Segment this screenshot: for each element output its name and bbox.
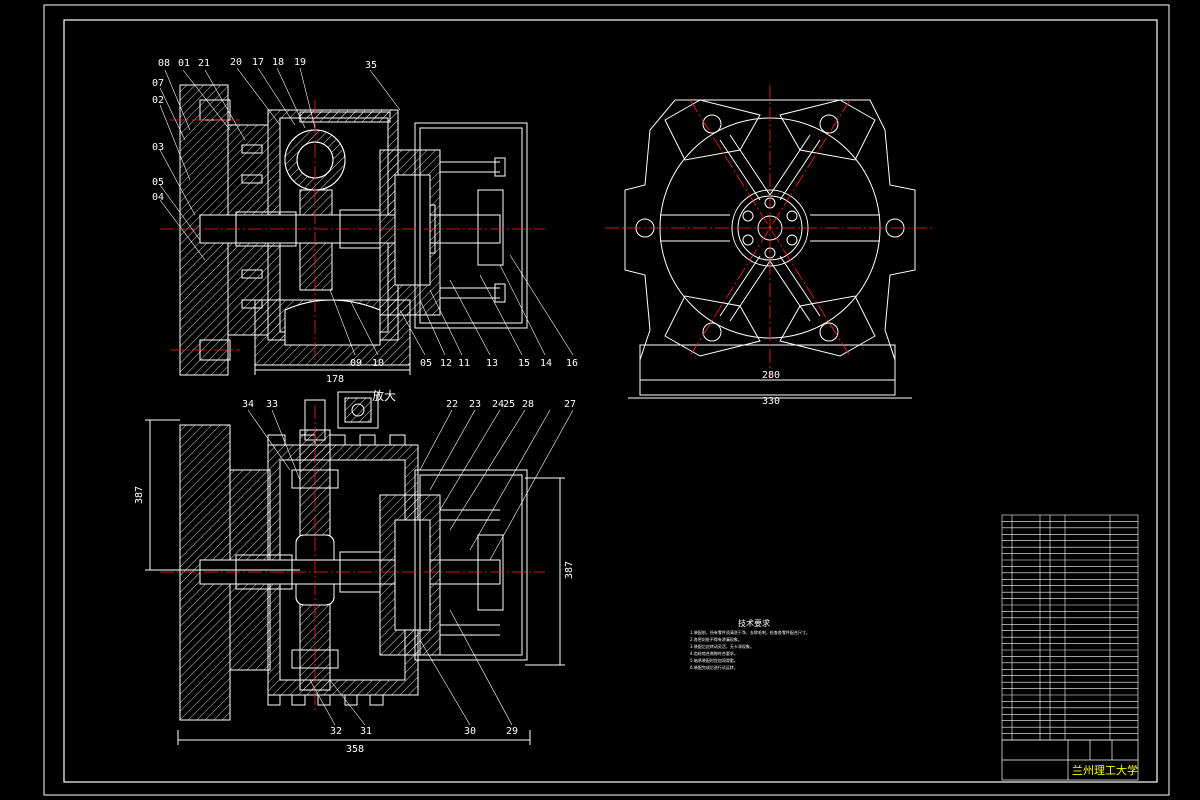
title-block — [1001, 739, 1139, 781]
label-34: 34 — [242, 399, 254, 410]
label-28: 28 — [522, 399, 534, 410]
label-30: 30 — [464, 726, 476, 737]
label-31: 31 — [360, 726, 372, 737]
label-23: 23 — [469, 399, 481, 410]
dim-280: 280 — [762, 370, 780, 381]
label-21: 21 — [198, 58, 210, 69]
dim-387-left: 387 — [134, 486, 145, 504]
bottom-label-group: 34 33 22 23 24 25 28 27 32 31 30 29 放大 3… — [134, 388, 576, 755]
label-29: 29 — [506, 726, 518, 737]
inner-frame — [63, 19, 1158, 783]
label-09: 09 — [350, 358, 362, 369]
label-17: 17 — [252, 57, 264, 68]
bottom-leaders — [247, 409, 574, 726]
note-line-5: 5.轴承装配时应加润滑脂。 — [690, 657, 738, 663]
dim-358: 358 — [346, 744, 364, 755]
detail-label: 放大 — [372, 388, 396, 403]
note-line-2: 2.各密封处不得有渗漏现象。 — [690, 636, 742, 642]
label-05: 05 — [152, 177, 164, 188]
label-25: 25 — [503, 399, 515, 410]
label-14: 14 — [540, 358, 552, 369]
label-19: 19 — [294, 57, 306, 68]
label-02: 02 — [152, 95, 164, 106]
end-view-center-lines — [605, 85, 935, 380]
label-24: 24 — [492, 399, 504, 410]
end-view — [624, 99, 916, 399]
bottom-center-lines — [160, 405, 545, 710]
top-label-group: 08 01 21 20 17 18 19 35 07 02 03 05 04 0… — [152, 57, 578, 385]
top-section-view — [179, 84, 528, 376]
technical-notes: 技术要求 1.装配前，所有零件须清洗干净，去除毛刺，检查各零件配合尺寸。 2.各… — [690, 618, 810, 670]
note-line-6: 6.装配完成后进行试运转。 — [690, 664, 738, 670]
top-center-lines — [160, 100, 545, 360]
label-07: 07 — [152, 78, 164, 89]
bottom-section-view — [145, 391, 565, 745]
parts-list — [1001, 514, 1139, 741]
note-line-1: 1.装配前，所有零件须清洗干净，去除毛刺，检查各零件配合尺寸。 — [690, 629, 810, 635]
label-05b: 05 — [420, 358, 432, 369]
label-16: 16 — [566, 358, 578, 369]
dim-330: 330 — [762, 396, 780, 407]
label-03: 03 — [152, 142, 164, 153]
note-line-3: 3.装配后应转动灵活，无卡滞现象。 — [690, 643, 754, 649]
top-leaders — [159, 67, 574, 356]
notes-title: 技术要求 — [738, 618, 770, 628]
label-12: 12 — [440, 358, 452, 369]
label-20: 20 — [230, 57, 242, 68]
label-35: 35 — [365, 60, 377, 71]
label-04: 04 — [152, 192, 164, 203]
label-15: 15 — [518, 358, 530, 369]
label-13: 13 — [486, 358, 498, 369]
label-22: 22 — [446, 399, 458, 410]
label-27: 27 — [564, 399, 576, 410]
label-18: 18 — [272, 57, 284, 68]
label-08: 08 — [158, 58, 170, 69]
outer-frame — [43, 4, 1170, 796]
dim-387-right: 387 — [564, 561, 575, 579]
label-11: 11 — [458, 358, 470, 369]
label-10: 10 — [372, 358, 384, 369]
label-33: 33 — [266, 399, 278, 410]
label-32: 32 — [330, 726, 342, 737]
label-01: 01 — [178, 58, 190, 69]
dim-178: 178 — [326, 374, 344, 385]
note-line-4: 4.齿轮啮合侧隙符合要求。 — [690, 650, 738, 656]
school-name: 兰州理工大学 — [1072, 763, 1138, 777]
